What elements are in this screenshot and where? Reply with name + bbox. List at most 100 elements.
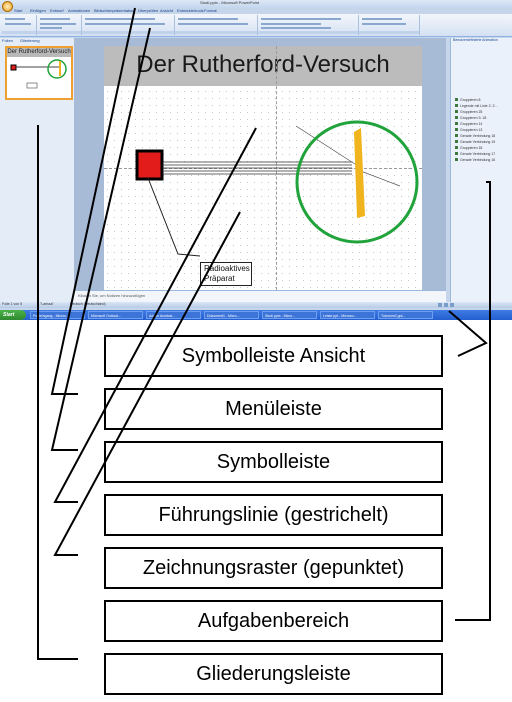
- tab-entwicklertools[interactable]: Entwicklertools: [177, 8, 204, 13]
- thumbnail-title: Der Rutherford-Versuch: [7, 48, 71, 57]
- status-language: Deutsch (Deutschland): [70, 302, 106, 306]
- task-pane: Benutzerdefinierte Animation Gruppieren …: [450, 38, 512, 302]
- tab-ansicht[interactable]: Ansicht: [160, 8, 174, 13]
- outline-pane: Folien Gliederung Der Rutherford-Versuch: [0, 38, 75, 302]
- task-pane-title: Benutzerdefinierte Animation: [453, 38, 498, 42]
- window-title: Studi.pptx - Microsoft PowerPoint: [200, 0, 260, 5]
- tab-format[interactable]: Format: [204, 8, 217, 13]
- animation-item-label: Gruppieren 14: [460, 122, 483, 126]
- taskbar-item[interactable]: Posteingang - Micros...: [30, 311, 85, 319]
- animation-item[interactable]: Gruppieren 18: [455, 146, 498, 152]
- animation-item[interactable]: Gruppieren 13: [455, 128, 498, 134]
- label-menueleiste: Menüleiste: [104, 388, 443, 430]
- animation-item[interactable]: Gerade Verbindung 16: [455, 158, 498, 164]
- shape-icon: [455, 146, 458, 149]
- slide-canvas[interactable]: Der Rutherford-Versuch: [104, 46, 422, 290]
- animation-item-label: Gruppieren 18: [460, 146, 483, 150]
- taskbar-item[interactable]: Tutorium2.ppt...: [378, 311, 433, 319]
- label-fuehrungslinie: Führungslinie (gestrichelt): [104, 494, 443, 536]
- title-bar: Studi.pptx - Microsoft PowerPoint: [0, 0, 512, 8]
- view-slideshow-icon[interactable]: [450, 303, 454, 307]
- slide-title: Der Rutherford-Versuch: [136, 51, 390, 78]
- animation-item-label: Gerade Verbindung 16: [460, 158, 496, 162]
- animation-item-label: Gerade Verbindung 18: [460, 134, 496, 138]
- shape-icon: [455, 128, 458, 131]
- ribbon-toolbar: [0, 14, 512, 37]
- slide-editing-area: Der Rutherford-Versuch: [74, 38, 446, 290]
- label-symbolleiste: Symbolleiste: [104, 441, 443, 483]
- windows-taskbar: Start Posteingang - Micros...Microsoft O…: [0, 310, 512, 320]
- taskbar-item[interactable]: Microsoft Outlook...: [88, 311, 143, 319]
- animation-list: Gruppieren 8 Legende mit Linie 2: Z... Gru…: [455, 98, 498, 164]
- animation-item-label: Gerade Verbindung 19: [460, 140, 496, 144]
- animation-item[interactable]: Gerade Verbindung 19: [455, 140, 498, 146]
- shape-icon: [455, 152, 458, 155]
- start-button[interactable]: Start: [0, 310, 26, 320]
- powerpoint-screenshot: Studi.pptx - Microsoft PowerPoint Start …: [0, 0, 512, 320]
- shape-icon: [455, 140, 458, 143]
- status-theme: "Larissa": [40, 302, 54, 306]
- shape-icon: [455, 104, 458, 107]
- label-aufgabenbereich: Aufgabenbereich: [104, 600, 443, 642]
- tab-animationen[interactable]: Animationen: [68, 8, 91, 13]
- shape-icon: [455, 98, 458, 101]
- status-slide-info: Folie 1 von 5: [2, 302, 23, 306]
- tab-bildschirmpraesentation[interactable]: Bildschirmpräsentation: [94, 8, 135, 13]
- taskbar-item[interactable]: Dokument1 - Micro...: [204, 311, 259, 319]
- gold-foil: [354, 128, 365, 218]
- label-radioactive-preparation[interactable]: Radioaktives Präparat: [200, 262, 252, 286]
- tab-ueberpruefen[interactable]: Überprüfen: [138, 8, 159, 13]
- label-zeichnungsraster: Zeichnungsraster (gepunktet): [104, 547, 443, 589]
- animation-item-label: Gruppieren 25: [460, 110, 483, 114]
- shape-icon: [455, 122, 458, 125]
- ribbon-group-slides[interactable]: [37, 15, 82, 35]
- animation-item[interactable]: Gruppieren 25: [455, 110, 498, 116]
- label-gliederungsleiste: Gliederungsleiste: [104, 653, 443, 695]
- detector-circle: [295, 120, 419, 244]
- title-placeholder[interactable]: [104, 46, 422, 86]
- outline-tabs: Folien Gliederung: [2, 38, 40, 43]
- tab-einfuegen[interactable]: Einfügen: [30, 8, 46, 13]
- animation-item-label: Gerade Verbindung 17: [460, 152, 496, 156]
- office-button[interactable]: [2, 1, 13, 12]
- taskbar-item[interactable]: Studi.pptx - Micro...: [262, 311, 317, 319]
- label-line-2: Präparat: [204, 274, 235, 283]
- shape-icon: [455, 110, 458, 113]
- tab-start[interactable]: Start: [14, 8, 23, 13]
- thumbnail-drawing: [10, 59, 67, 89]
- ribbon-group-paragraph[interactable]: [175, 15, 258, 35]
- slide-thumbnail[interactable]: Der Rutherford-Versuch: [5, 46, 73, 100]
- tab-folien[interactable]: Folien: [2, 38, 13, 43]
- ribbon-group-drawing[interactable]: [258, 15, 359, 35]
- animation-item-label: Legende mit Linie 2: Z...: [460, 104, 498, 108]
- label-symbolleiste-ansicht: Symbolleiste Ansicht: [104, 335, 443, 377]
- status-bar: Folie 1 von 5 "Larissa" Deutsch (Deutsch…: [0, 302, 512, 308]
- view-normal-icon[interactable]: [438, 303, 442, 307]
- ribbon-group-clipboard[interactable]: [2, 15, 37, 35]
- shape-icon: [455, 134, 458, 137]
- animation-item[interactable]: Legende mit Linie 2: Z...: [455, 104, 498, 110]
- animation-item-label: Gruppieren 13: [460, 128, 483, 132]
- label-line-1: Radioaktives: [204, 264, 250, 273]
- taskbar-item[interactable]: Leiste.ppt - Microso...: [320, 311, 375, 319]
- ribbon-group-font[interactable]: [82, 15, 175, 35]
- view-toolbar: [438, 302, 458, 308]
- animation-item[interactable]: Gerade Verbindung 18: [455, 134, 498, 140]
- taskbar-item[interactable]: Adobe Acrobat...: [146, 311, 201, 319]
- animation-item[interactable]: Gruppieren 3: 18: [455, 116, 498, 122]
- animation-item[interactable]: Gerade Verbindung 17: [455, 152, 498, 158]
- animation-item-label: Gruppieren 8: [460, 98, 481, 102]
- ribbon-group-editing[interactable]: [359, 15, 420, 35]
- rutherford-drawing: [135, 120, 419, 257]
- radioactive-source: [135, 149, 164, 181]
- view-sorter-icon[interactable]: [444, 303, 448, 307]
- guide-line-horizontal[interactable]: [104, 168, 422, 169]
- tab-gliederung[interactable]: Gliederung: [20, 38, 40, 43]
- animation-item-label: Gruppieren 3: 18: [460, 116, 487, 120]
- animation-item[interactable]: Gruppieren 14: [455, 122, 498, 128]
- notes-placeholder: Klicken Sie, um Notizen hinzuzufügen: [78, 293, 146, 298]
- shape-icon: [455, 116, 458, 119]
- tab-entwurf[interactable]: Entwurf: [50, 8, 64, 13]
- animation-item[interactable]: Gruppieren 8: [455, 98, 498, 104]
- shape-icon: [455, 158, 458, 161]
